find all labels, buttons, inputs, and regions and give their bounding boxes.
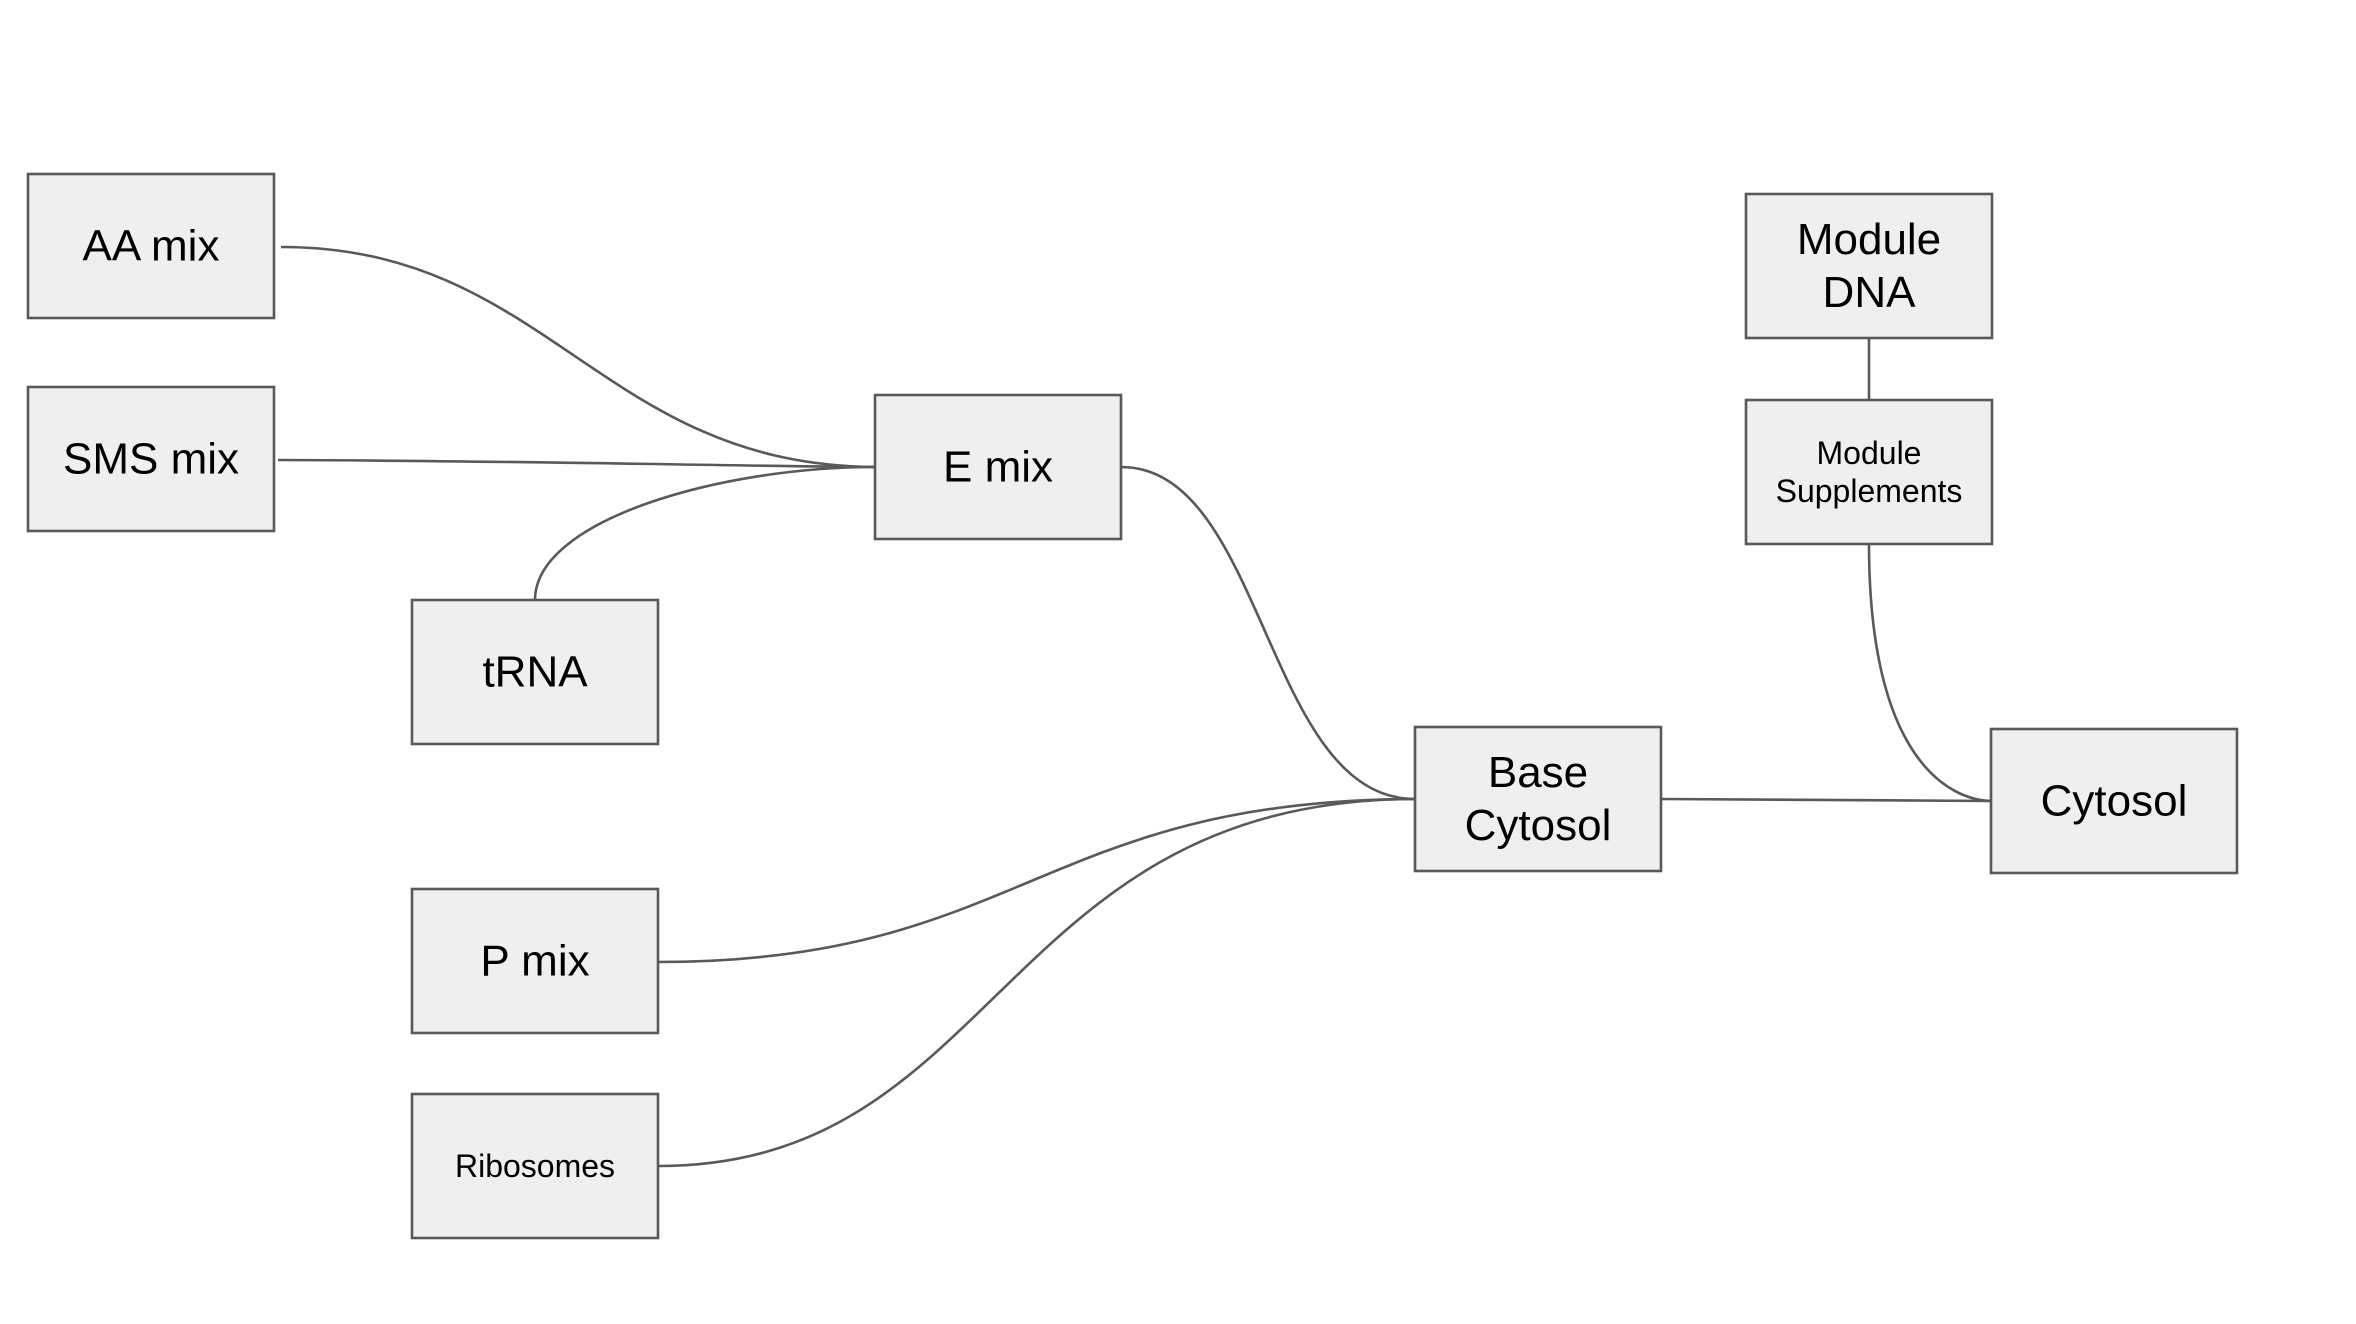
node-box-module-supplements: [1744, 398, 1994, 546]
node-sms-mix: SMS mix: [26, 385, 276, 533]
node-box-module-dna: [1744, 192, 1994, 340]
node-label-module-supplements-line-1: Module: [1817, 435, 1922, 471]
node-label-trna: tRNA: [482, 648, 588, 697]
node-label-aa-mix: AA mix: [83, 222, 220, 271]
node-cytosol: Cytosol: [1989, 727, 2239, 875]
node-label-module-dna-line-1: Module: [1797, 215, 1941, 264]
edge-base-cytosol-to-cytosol: [1660, 797, 1992, 803]
node-label-module-dna-line-2: DNA: [1823, 268, 1917, 317]
node-ribosomes: Ribosomes: [410, 1092, 660, 1240]
edge-trna-to-e-mix: [533, 465, 876, 601]
edge-aa-mix-to-e-mix: [280, 245, 876, 469]
node-box-ribosomes: [410, 1092, 660, 1240]
node-e-mix: E mix: [873, 393, 1123, 541]
node-label-cytosol: Cytosol: [2041, 777, 2188, 826]
node-aa-mix: AA mix: [26, 172, 276, 320]
node-box-trna: [410, 598, 660, 746]
node-trna: tRNA: [410, 598, 660, 746]
edge-e-mix-to-base-cytosol: [1120, 465, 1416, 801]
node-label-e-mix: E mix: [943, 443, 1053, 492]
node-label-p-mix: P mix: [480, 937, 589, 986]
node-label-base-cytosol-line-1: Base: [1488, 748, 1588, 797]
node-box-aa-mix: [26, 172, 276, 320]
node-label-sms-mix: SMS mix: [63, 435, 239, 484]
node-box-base-cytosol: [1413, 725, 1663, 873]
node-p-mix: P mix: [410, 887, 660, 1035]
edge-p-mix-to-base-cytosol: [657, 797, 1416, 964]
edge-ribosomes-to-base-cytosol: [657, 797, 1416, 1168]
node-box-p-mix: [410, 887, 660, 1035]
edge-module-supplements-to-cytosol: [1867, 543, 1992, 803]
node-box-sms-mix: [26, 385, 276, 533]
node-box-cytosol: [1989, 727, 2239, 875]
node-label-ribosomes: Ribosomes: [455, 1148, 615, 1184]
connectors: [277, 245, 1992, 1168]
edge-sms-mix-to-e-mix: [277, 458, 876, 469]
node-box-e-mix: [873, 393, 1123, 541]
node-label-base-cytosol-line-2: Cytosol: [1465, 801, 1612, 850]
node-label-module-supplements-line-2: Supplements: [1776, 473, 1963, 509]
